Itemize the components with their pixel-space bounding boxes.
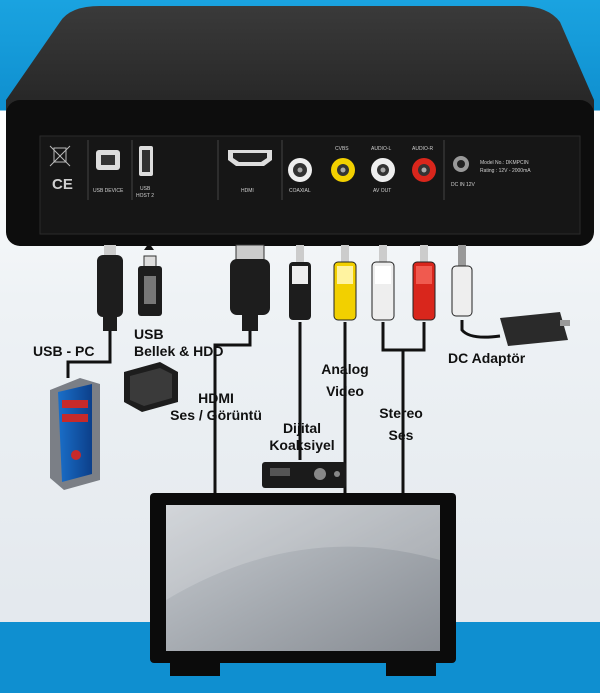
- audio-r-port-label: AUDIO-R: [412, 146, 434, 152]
- audio-l-port-label: AUDIO-L: [371, 146, 392, 152]
- usb-pc-label: USB - PC: [33, 343, 95, 359]
- dc-plug: [451, 245, 473, 317]
- rating-label: Rating : 12V - 2000mA: [480, 168, 531, 174]
- dc-adapter-label: DC Adaptör: [448, 350, 526, 366]
- dc-in-label: DC IN 12V: [451, 182, 475, 188]
- dc-in-port: [453, 156, 469, 172]
- media-player-box: [6, 6, 594, 246]
- rca-plug-coaxial: [289, 245, 311, 320]
- model-label: Model No.: DKMPCIN: [480, 160, 529, 166]
- rca-plug-video: [333, 245, 357, 321]
- usb-stick-icon: [138, 243, 162, 316]
- audio-r-port: [412, 158, 436, 182]
- rca-plug-audio-r: [412, 245, 436, 321]
- rca-plug-audio-l: [371, 245, 395, 321]
- usb-device-label: USB DEVICE: [93, 188, 124, 194]
- audio-l-port: [371, 158, 395, 182]
- usb-b-plug: [97, 245, 123, 331]
- hdmi-port-label: HDMI: [241, 188, 254, 194]
- cvbs-port-label: CVBS: [335, 146, 349, 152]
- av-receiver-icon: [262, 462, 346, 488]
- tv-icon: [150, 493, 456, 676]
- ce-mark: CE: [52, 176, 73, 193]
- external-hdd-icon: [124, 362, 178, 412]
- av-out-label: AV OUT: [373, 188, 392, 194]
- coaxial-port: [288, 158, 312, 182]
- dc-adapter-icon: [500, 312, 570, 346]
- weee-bin-icon: [49, 145, 71, 167]
- usb-host2-label: HOST 2: [136, 193, 154, 199]
- coaxial-port-label: COAXIAL: [289, 188, 311, 194]
- hdmi-plug: [230, 244, 270, 331]
- cvbs-port: [331, 158, 355, 182]
- pc-tower-icon: [50, 378, 100, 490]
- usb-host-label: USB: [140, 186, 151, 192]
